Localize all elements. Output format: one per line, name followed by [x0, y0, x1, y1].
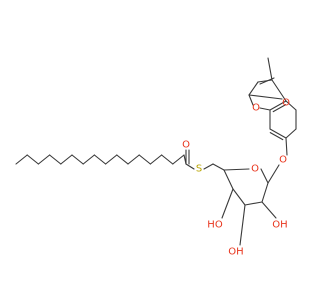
lactone-bond — [259, 107, 271, 111]
alkyl-chain-bond — [71, 154, 84, 165]
lactone-carbonyl-oxygen-label: O — [282, 98, 290, 109]
thioester-sulfur-label: S — [196, 164, 202, 175]
coumarin-benzene-bond — [285, 100, 297, 111]
alkyl-chain-bond — [105, 154, 118, 165]
hydroxyl-bond — [239, 204, 246, 246]
hydroxyl-bond — [261, 201, 277, 219]
alkyl-chain-bond — [127, 154, 140, 165]
pyranose-bond — [260, 168, 269, 184]
alkyl-chain-bond — [161, 154, 174, 165]
lactone-bond — [248, 94, 254, 106]
hydroxyl-c4-label: HO — [207, 220, 223, 231]
lactone-ring-oxygen-label: O — [252, 103, 260, 114]
alkyl-chain-bond — [149, 154, 163, 165]
pyranone-bond — [271, 79, 287, 102]
alkyl-chain-bond — [60, 154, 73, 165]
alkyl-chain-bond — [49, 154, 62, 165]
alkyl-chain-bond — [37, 154, 51, 165]
thioester-bond — [203, 163, 214, 170]
coumarin-benzene-double-bond — [269, 132, 284, 141]
pyranose-bond — [223, 168, 250, 171]
carbonyl-oxygen-label: O — [182, 140, 190, 151]
glycosidic-oxygen-label: O — [279, 155, 287, 166]
pyranose-ring-oxygen-label: O — [251, 164, 259, 175]
pyranose-bond — [244, 201, 263, 206]
hydroxyl-bond — [221, 188, 234, 219]
alkyl-chain-bond — [138, 154, 151, 165]
coumarin-benzene-bond — [285, 128, 297, 139]
pyranose-bond — [223, 169, 234, 190]
alkyl-chain-bond — [26, 154, 39, 165]
methylene-bond — [212, 163, 225, 171]
glycosidic-bond — [267, 164, 280, 184]
thioester-bond — [185, 163, 195, 170]
lactone-carbonyl-bond — [248, 94, 283, 100]
hydroxyl-c3-label: OH — [228, 247, 243, 258]
pyranose-bond — [232, 188, 246, 206]
pyranone-bond — [248, 81, 259, 96]
coumarin-benzene-double-bond — [272, 104, 287, 113]
methyl-bond — [267, 57, 273, 81]
molecule-structure: O S O O O O HO OH OH — [15, 57, 297, 258]
glycosidic-bond — [285, 137, 288, 156]
bond-layer — [15, 57, 297, 246]
alkyl-chain-bond — [93, 154, 107, 165]
alkyl-chain-bond — [116, 154, 129, 165]
hydroxyl-c2-label: OH — [272, 220, 287, 231]
coumarin-benzene-bond — [269, 128, 287, 139]
alkyl-chain-bond — [82, 154, 95, 165]
alkyl-chain-bond — [172, 154, 185, 165]
atom-label-layer: O S O O O O HO OH OH — [182, 98, 290, 258]
alkyl-chain-bond — [15, 154, 28, 165]
pyranose-bond — [261, 182, 269, 203]
coumarin-benzene-bond — [269, 100, 287, 111]
